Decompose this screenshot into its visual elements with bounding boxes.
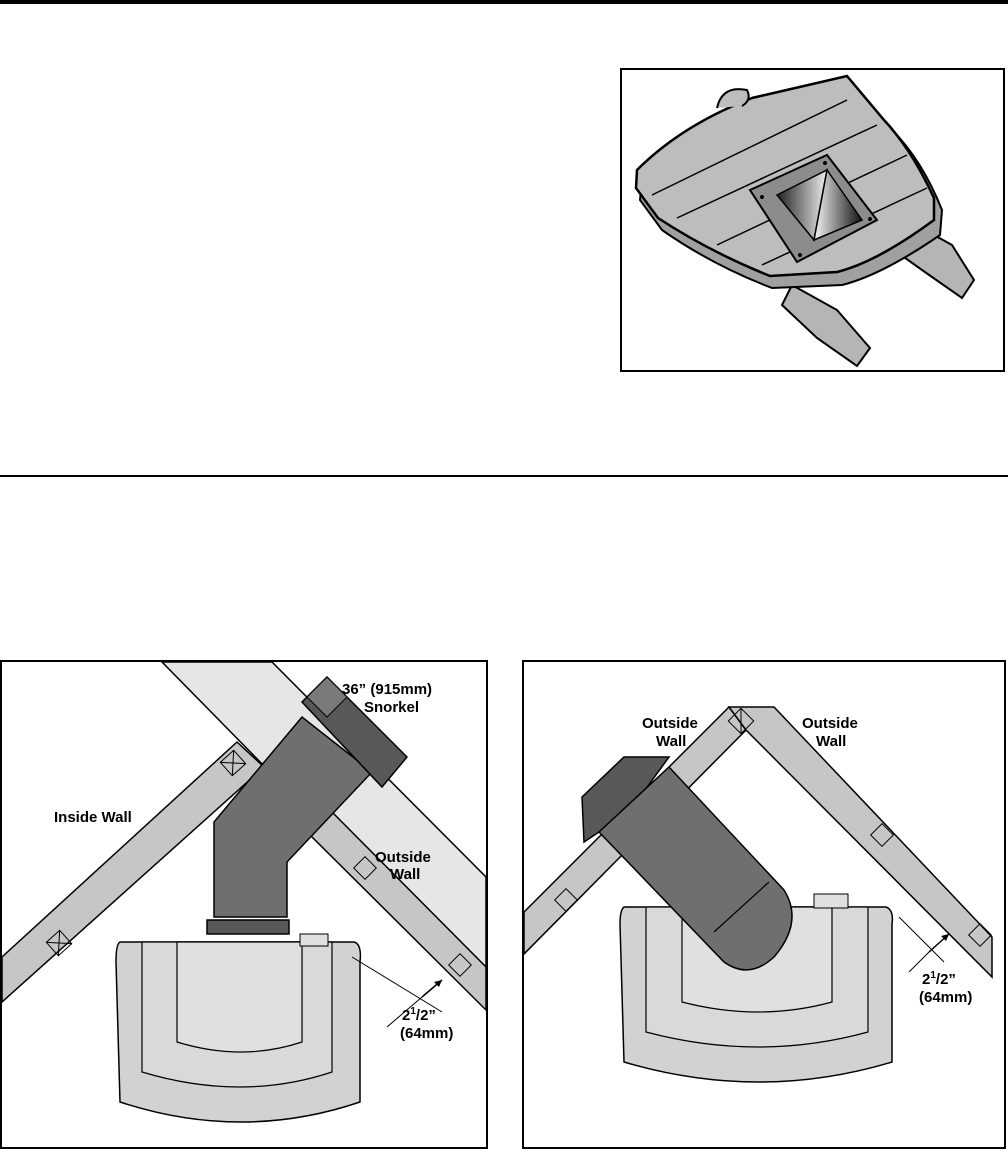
inside-corner-diagram: 36” (915mm) Snorkel Inside Wall Outside …: [2, 662, 486, 1123]
svg-text:Outside: Outside: [375, 849, 431, 866]
snorkel-label-line1: 36” (915mm): [342, 681, 432, 698]
figure-inside-corner-snorkel: 36” (915mm) Snorkel Inside Wall Outside …: [0, 660, 488, 1149]
outside-corner-diagram: Outside Wall Outside Wall 21/2” (64mm): [524, 705, 993, 1083]
dimension-label: 21/2”: [922, 970, 956, 988]
svg-text:Wall: Wall: [816, 733, 846, 750]
rafter-left: [780, 283, 872, 368]
svg-text:36” (915mm): 36” (915mm): [342, 681, 432, 698]
outside-wall-label-line1: Outside: [375, 849, 431, 866]
roof-deck-illustration: [634, 74, 976, 368]
top-rule: [0, 0, 1008, 4]
svg-text:Wall: Wall: [390, 866, 420, 883]
outside-wall-right-line2: Wall: [816, 733, 846, 750]
section-divider: [0, 475, 1008, 477]
inside-wall-blocks: [45, 749, 247, 957]
right-outside-wall: [727, 706, 993, 979]
snorkel-pipe: [597, 765, 793, 971]
dimension-metric-label: (64mm): [919, 989, 972, 1006]
snorkel-cap: [581, 756, 671, 844]
outside-wall-left-line2: Wall: [656, 733, 686, 750]
outside-wall-left-line1: Outside: [642, 715, 698, 732]
svg-text:Outside: Outside: [642, 715, 698, 732]
svg-text:(64mm): (64mm): [919, 989, 972, 1006]
figure-outside-corner-snorkel: Outside Wall Outside Wall 21/2” (64mm): [522, 660, 1006, 1149]
svg-text:(64mm): (64mm): [400, 1025, 453, 1042]
outside-wall-label-line2: Wall: [390, 866, 420, 883]
svg-text:Inside Wall: Inside Wall: [54, 809, 132, 826]
dimension-metric-label: (64mm): [400, 1025, 453, 1042]
svg-text:Snorkel: Snorkel: [364, 699, 419, 716]
outside-wall-right-line1: Outside: [802, 715, 858, 732]
svg-text:Wall: Wall: [656, 733, 686, 750]
svg-text:Outside: Outside: [802, 715, 858, 732]
inside-wall-label: Inside Wall: [54, 809, 132, 826]
dimension-label: 21/2”: [402, 1006, 436, 1024]
snorkel-label-line2: Snorkel: [364, 699, 419, 716]
figure-roof-flashing: [620, 68, 1005, 372]
